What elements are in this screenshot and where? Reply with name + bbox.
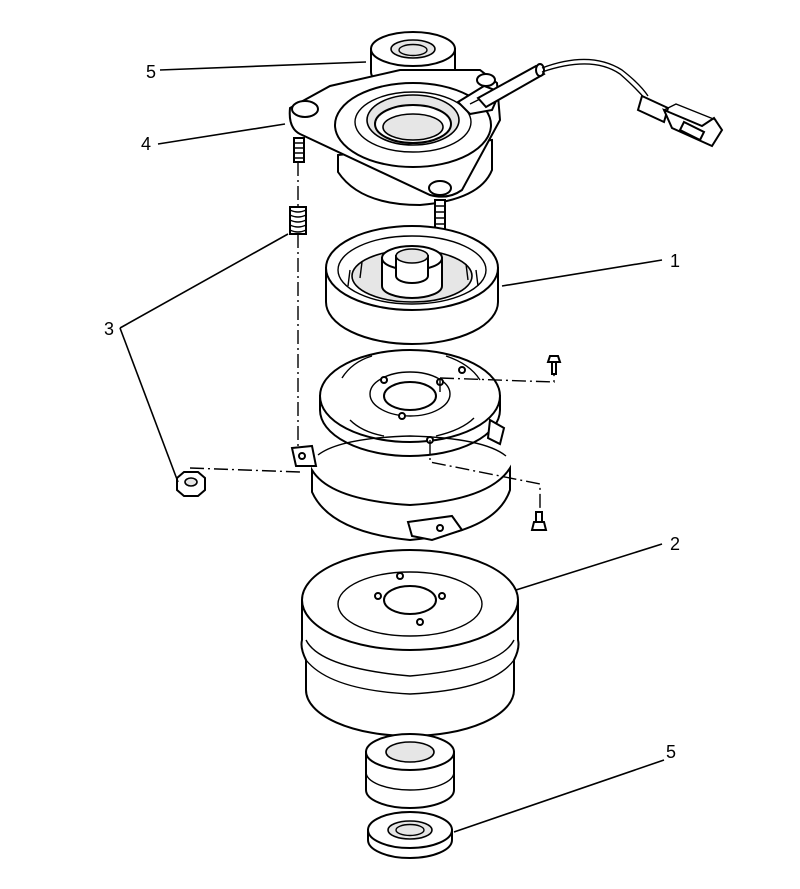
pulley-spacer bbox=[365, 733, 455, 809]
callout-2: 2 bbox=[670, 534, 680, 554]
bottom-bearing bbox=[367, 811, 453, 859]
pulley bbox=[300, 549, 520, 737]
armature-rotor bbox=[325, 225, 499, 345]
wire-connector bbox=[636, 94, 724, 148]
callout-1: 1 bbox=[670, 251, 680, 271]
field-coil-bracket bbox=[288, 58, 724, 241]
assembly-center-lines bbox=[189, 162, 555, 512]
callout-3: 3 bbox=[104, 319, 114, 339]
nut bbox=[176, 471, 206, 497]
callout-5-top: 5 bbox=[146, 62, 156, 82]
leader-lines bbox=[119, 61, 665, 833]
callout-5-bottom: 5 bbox=[666, 742, 676, 762]
brake-plate bbox=[319, 349, 501, 457]
callout-4: 4 bbox=[141, 134, 151, 154]
callout-labels: 5 4 3 1 2 5 bbox=[104, 62, 680, 762]
spring bbox=[289, 206, 307, 235]
brake-shroud bbox=[290, 418, 511, 542]
